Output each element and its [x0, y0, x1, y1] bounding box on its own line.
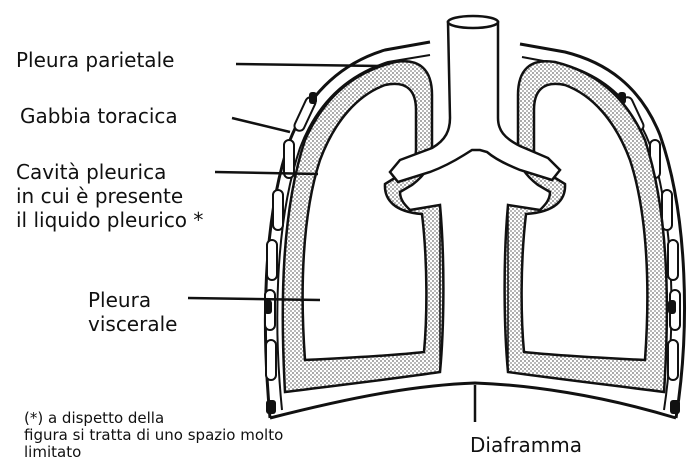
label-cavita-pleurica-line1: Cavità pleurica [16, 160, 203, 184]
footnote-line2: figura si tratta di uno spazio molto [24, 427, 283, 444]
label-diaframma: Diaframma [470, 433, 582, 457]
trachea-opening [448, 16, 498, 28]
mediastinum [440, 205, 508, 372]
label-pleura-viscerale: Pleura viscerale [88, 288, 177, 336]
label-pleura-viscerale-line1: Pleura [88, 288, 177, 312]
label-cavita-pleurica: Cavità pleurica in cui è presente il liq… [16, 160, 203, 232]
label-pleura-parietale: Pleura parietale [16, 48, 174, 72]
label-cavita-pleurica-line2: in cui è presente [16, 184, 203, 208]
diaphragm [270, 383, 676, 418]
label-gabbia-toracica: Gabbia toracica [20, 104, 178, 128]
footnote: (*) a dispetto della figura si tratta di… [24, 410, 283, 461]
footnote-line3: limitato [24, 444, 283, 461]
label-cavita-pleurica-line3: il liquido pleurico * [16, 208, 203, 232]
footnote-line1: (*) a dispetto della [24, 410, 283, 427]
label-pleura-viscerale-line2: viscerale [88, 312, 177, 336]
